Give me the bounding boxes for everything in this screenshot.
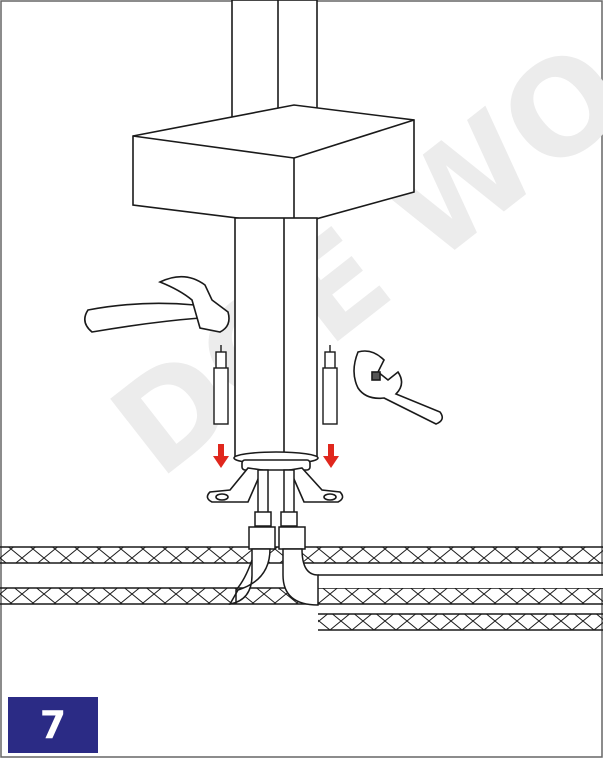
arrow-down-icon (323, 444, 339, 468)
wrench-icon (353, 350, 444, 425)
arrow-down-icon (213, 444, 229, 468)
cover-block (132, 104, 415, 226)
supply-hoses (228, 469, 319, 606)
base-flange (206, 459, 344, 503)
anchor-bolt-icon (213, 345, 229, 425)
step-number: 7 (39, 703, 67, 747)
step-number-badge: 7 (8, 697, 98, 753)
faucet-tube (233, 217, 319, 465)
anchor-bolt-icon (322, 345, 338, 425)
hammer-icon (84, 275, 230, 333)
